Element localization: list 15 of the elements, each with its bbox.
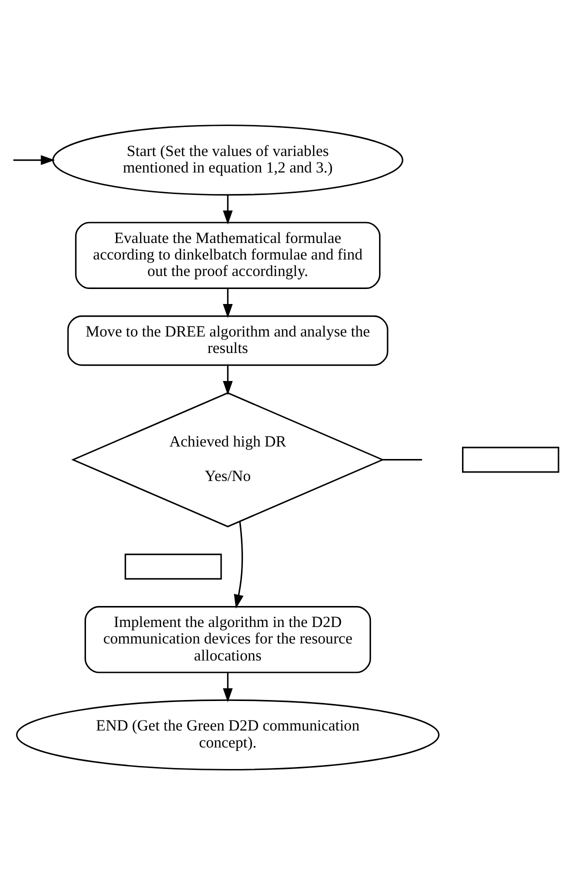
node-ellipse: Start (Set the values of variables mentioned in equation 1,2 and 3.): [52, 124, 404, 196]
node-box: [124, 554, 222, 580]
arrow: [222, 672, 233, 702]
arrow: [234, 521, 244, 609]
node-ellipse: END (Get the Green D2D communication concept).: [16, 699, 440, 770]
arrow: [222, 365, 233, 396]
node-box: Evaluate the Mathematical formulae according to dinkelbatch formulae and find out the proof accordingly.: [75, 222, 381, 289]
arrow: [222, 288, 233, 318]
arrow: [13, 155, 55, 166]
arrow: [222, 194, 233, 224]
node-diamond: Achieved high DR Yes/No: [71, 392, 384, 528]
node-box: Implement the algorithm in the D2D communication devices for the resource allocations: [84, 606, 372, 674]
node-box: [462, 446, 560, 473]
node-box: Move to the DREE algorithm and analyse the results: [67, 315, 388, 366]
connector: [382, 459, 422, 460]
